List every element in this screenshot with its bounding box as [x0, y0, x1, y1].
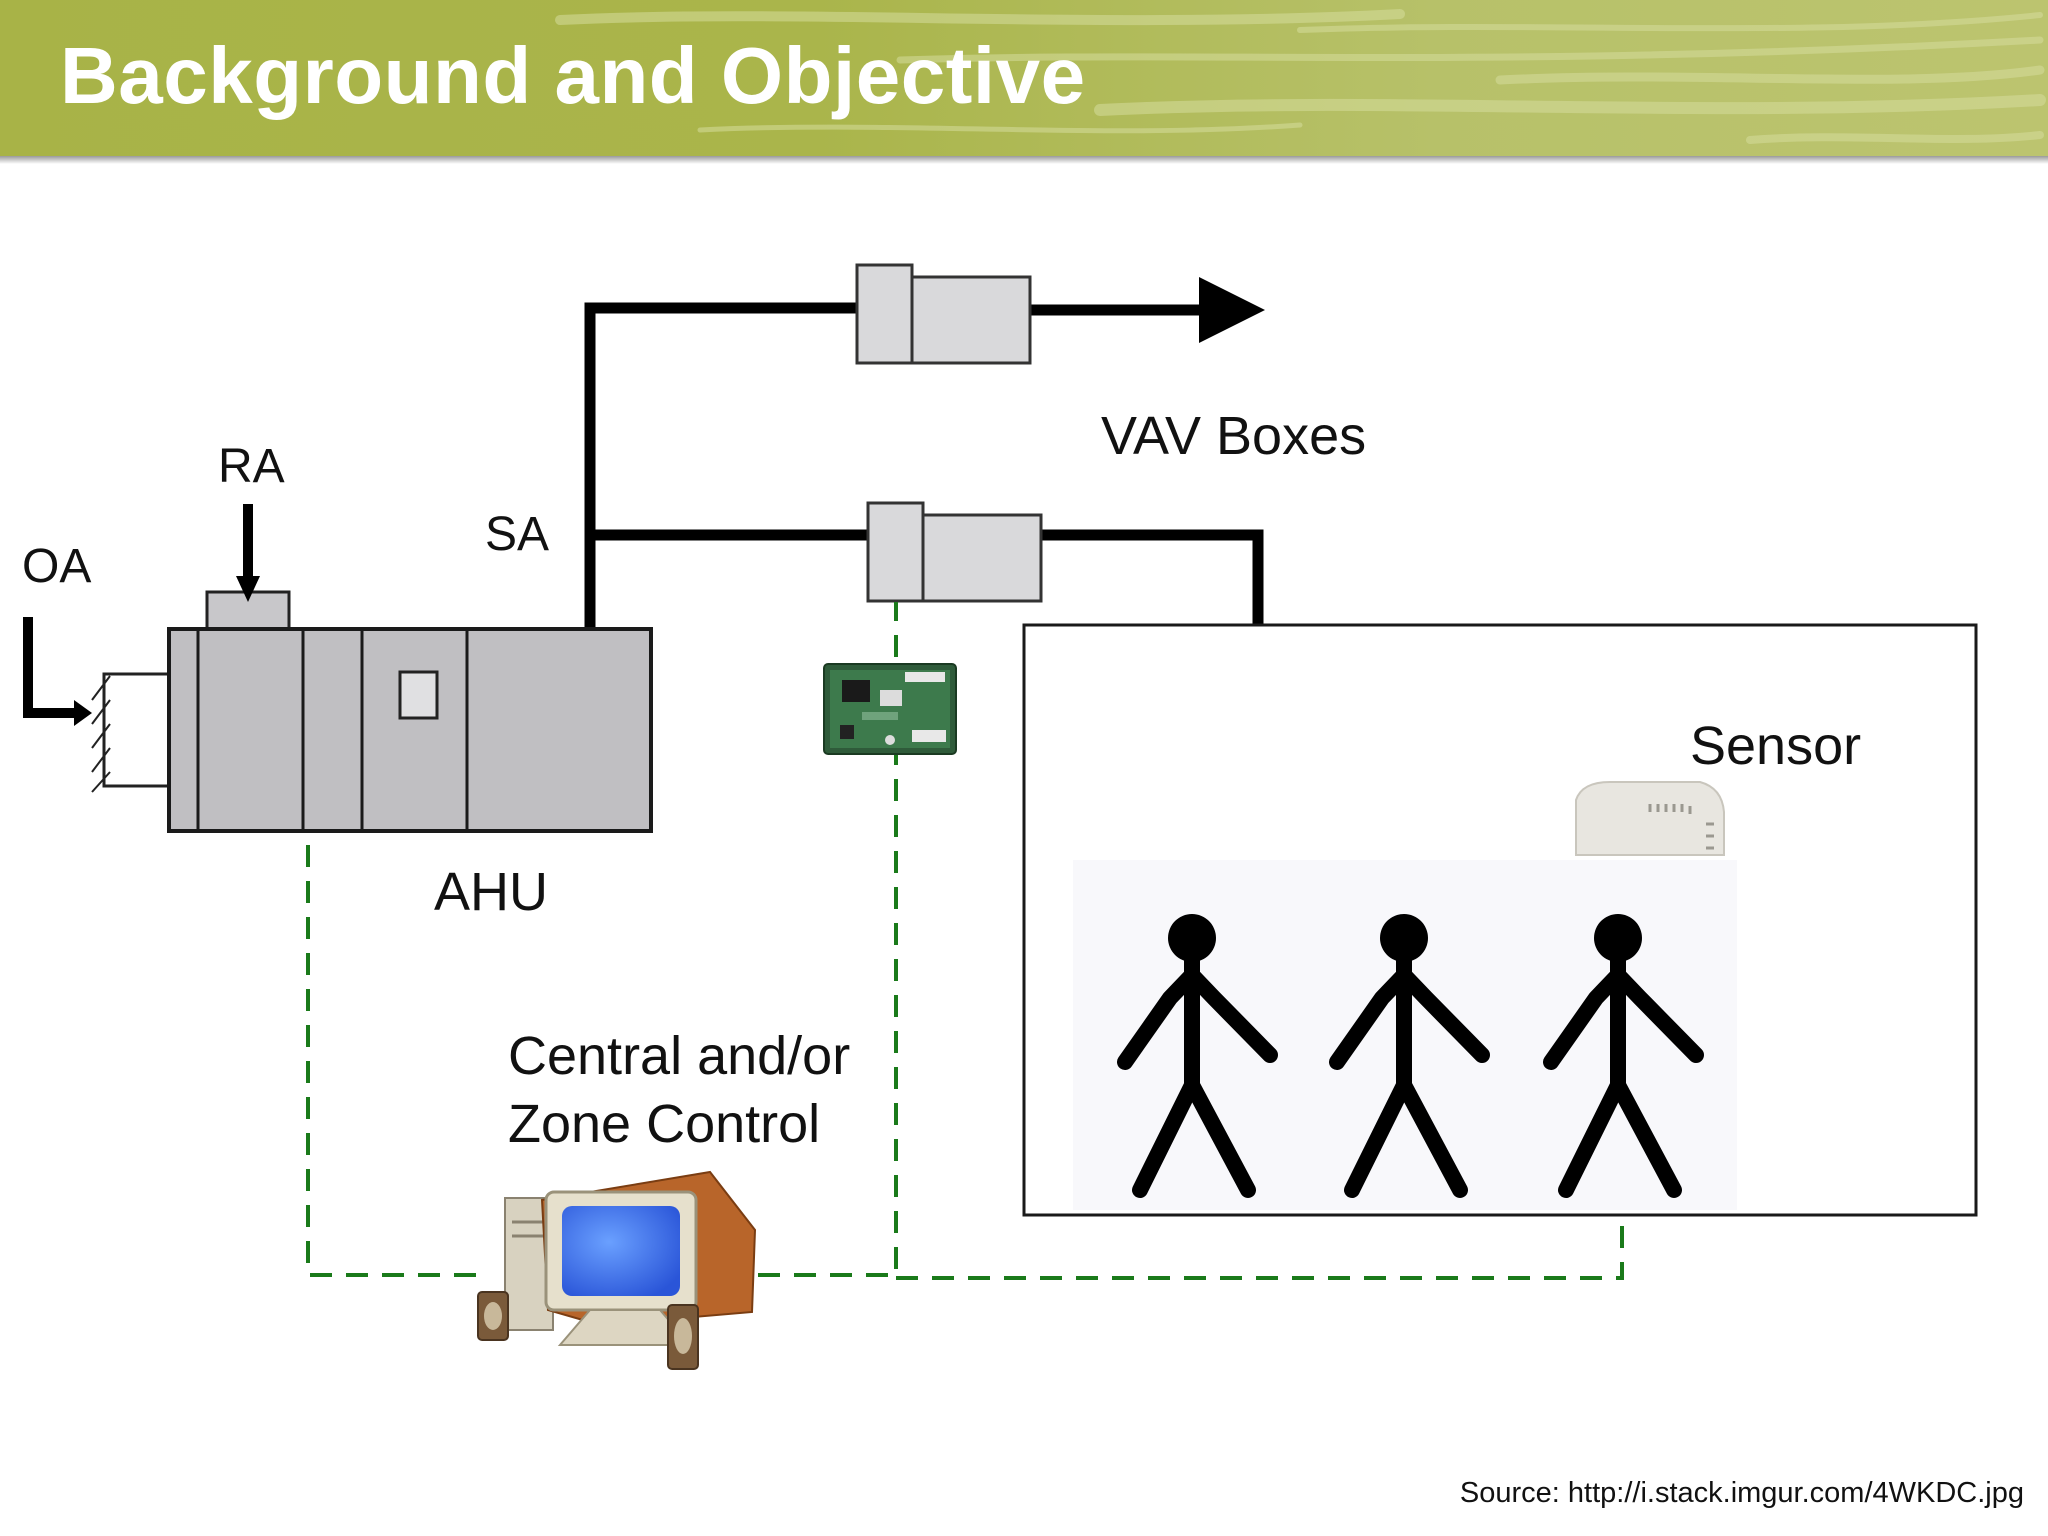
sensor-label: Sensor: [1690, 716, 1861, 776]
vav-box-upper: [855, 263, 1032, 365]
ahu-unit: [91, 590, 653, 833]
thermostat-sensor-icon: [1575, 781, 1725, 856]
stick-figure-icon: [1543, 914, 1704, 1198]
source-citation: Source: http://i.stack.imgur.com/4WKDC.j…: [1459, 1477, 2024, 1509]
stick-figure-icon: [1329, 914, 1490, 1198]
oa-label: OA: [22, 540, 91, 593]
slide-title: Background and Objective: [60, 31, 1086, 120]
ra-label: RA: [218, 440, 285, 493]
control-label-line1: Central and/or: [508, 1026, 850, 1086]
supply-duct: [584, 277, 1291, 745]
sa-label: SA: [485, 508, 549, 561]
occupants: [1117, 914, 1704, 1198]
vav-boxes-label: VAV Boxes: [1101, 406, 1366, 466]
title-bar: Background and Objective: [0, 0, 2048, 156]
control-label-line2: Zone Control: [508, 1094, 820, 1154]
ahu-label: AHU: [434, 862, 548, 922]
title-bar-texture: [555, 9, 2046, 144]
controller-board-icon: [823, 663, 957, 755]
control-wiring: [306, 602, 1624, 1280]
computer-icon: [477, 1170, 757, 1370]
vav-box-lower: [866, 501, 1043, 603]
oa-arrow: [23, 617, 92, 726]
title-bar-shadow: [0, 156, 2048, 164]
ra-arrow: [236, 504, 260, 602]
stick-figure-icon: [1117, 914, 1278, 1198]
